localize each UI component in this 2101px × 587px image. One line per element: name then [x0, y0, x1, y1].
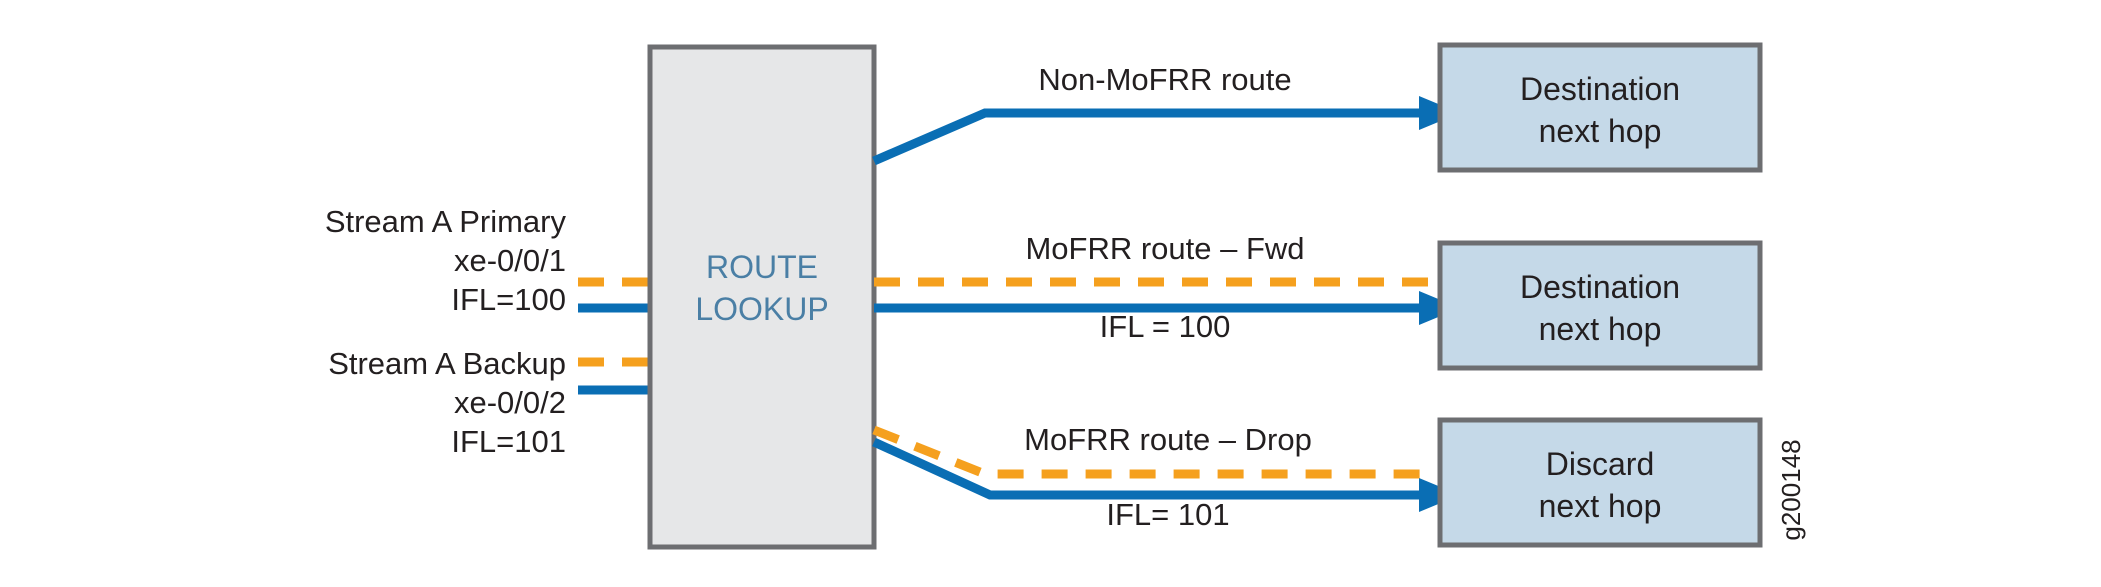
- route-lookup-box[interactable]: [647, 44, 877, 550]
- branch-mofrr-drop-label: MoFRR route – Drop: [1024, 422, 1312, 457]
- figure-id-label: g200148: [1776, 439, 1806, 540]
- route-lookup-title-line1: ROUTE: [706, 249, 818, 285]
- destination-next-hop-middle-line2: next hop: [1539, 311, 1662, 347]
- input-label-stream-a-primary: Stream A Primary xe-0/0/1 IFL=100: [325, 204, 567, 317]
- branch-mofrr-fwd-ifl: IFL = 100: [1100, 309, 1231, 344]
- branch-mofrr-fwd-label: MoFRR route – Fwd: [1025, 231, 1304, 266]
- branch-mofrr-drop-solid-line: [872, 437, 1421, 500]
- output-box-discard[interactable]: Discard next hop: [1437, 417, 1763, 548]
- discard-next-hop-rect[interactable]: [1437, 417, 1763, 548]
- destination-next-hop-top-line2: next hop: [1539, 113, 1662, 149]
- destination-next-hop-top-line1: Destination: [1520, 71, 1680, 107]
- branch-mofrr-drop-ifl: IFL= 101: [1106, 497, 1229, 532]
- discard-next-hop-line2: next hop: [1539, 488, 1662, 524]
- branch-mofrr-fwd: MoFRR route – Fwd IFL = 100: [874, 231, 1460, 344]
- stream-a-backup-line2: xe-0/0/2: [454, 385, 566, 420]
- stream-a-primary-line2: xe-0/0/1: [454, 243, 566, 278]
- discard-next-hop-line1: Discard: [1546, 446, 1654, 482]
- destination-next-hop-middle-line1: Destination: [1520, 269, 1680, 305]
- output-box-destination-middle[interactable]: Destination next hop: [1437, 240, 1763, 371]
- branch-mofrr-drop: MoFRR route – Drop IFL= 101: [872, 422, 1460, 532]
- destination-next-hop-middle-rect[interactable]: [1437, 240, 1763, 371]
- route-lookup-title-line2: LOOKUP: [695, 291, 828, 327]
- branch-non-mofrr-label: Non-MoFRR route: [1038, 62, 1291, 97]
- output-box-destination-top[interactable]: Destination next hop: [1437, 42, 1763, 173]
- branch-non-mofrr: Non-MoFRR route: [872, 62, 1460, 166]
- destination-next-hop-top-rect[interactable]: [1437, 42, 1763, 173]
- stream-a-primary-line1: Stream A Primary: [325, 204, 567, 239]
- stream-a-backup-line1: Stream A Backup: [328, 346, 566, 381]
- stream-a-backup-line3: IFL=101: [451, 424, 566, 459]
- branch-non-mofrr-solid-line: [872, 108, 1421, 166]
- stream-a-primary-line3: IFL=100: [451, 282, 566, 317]
- input-label-stream-a-backup: Stream A Backup xe-0/0/2 IFL=101: [328, 346, 566, 459]
